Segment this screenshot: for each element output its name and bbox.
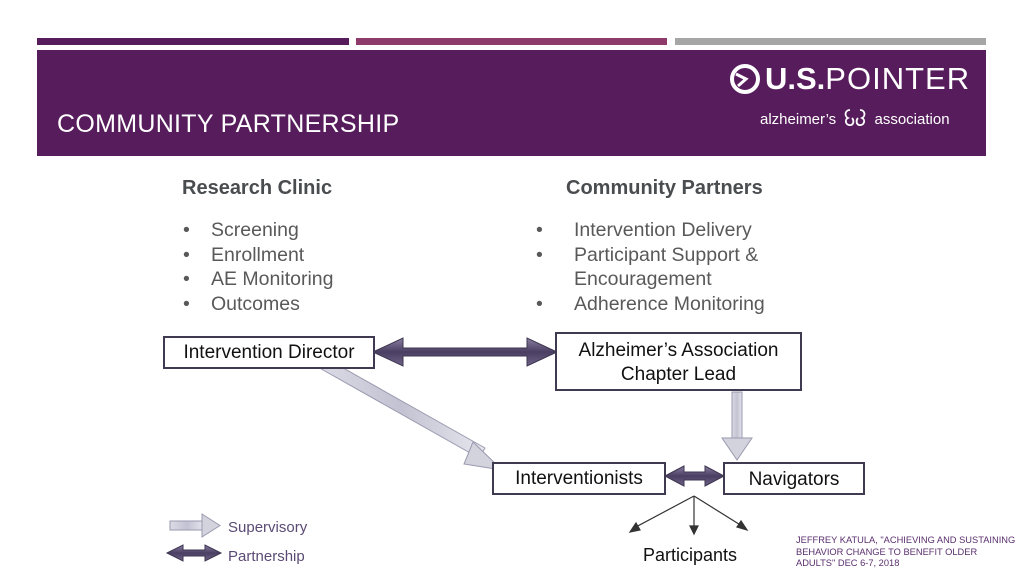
logo-alzheimers: alzheimer’s: [760, 111, 837, 128]
list-item: •Enrollment: [183, 243, 305, 266]
research-clinic-heading: Research Clinic: [182, 177, 333, 199]
research-clinic-list: •Screening •Enrollment •AE Monitoring •O…: [183, 218, 333, 316]
intervention-director-box: Intervention Director: [163, 336, 375, 369]
list-item: •Outcomes: [183, 292, 300, 315]
list-item: •Adherence Monitoring: [536, 292, 765, 315]
navigators-box: Navigators: [723, 462, 865, 495]
logo-us-pointer: U.S.POINTER: [765, 61, 970, 97]
legend-supervisory-label: Supervisory: [228, 519, 308, 536]
list-item: •Intervention Delivery: [536, 219, 752, 241]
participants-label: Participants: [643, 545, 738, 565]
interventionists-box: Interventionists: [492, 462, 666, 495]
top-bar-magenta: [356, 38, 667, 45]
logo-association: association: [874, 111, 950, 128]
partnership-arrow-director-alz: [371, 337, 559, 367]
supervisory-arrow-alz-navigators: [721, 391, 753, 461]
list-item: •Participant Support &: [536, 243, 759, 266]
alzheimers-association-box: Alzheimer’s Association Chapter Lead: [555, 332, 802, 391]
list-item: •Screening: [183, 219, 299, 241]
header-banner: COMMUNITY PARTNERSHIP U.S.POINTER alzhei…: [37, 50, 986, 156]
legend-partnership-arrow: [165, 544, 223, 562]
community-partners-list: •Intervention Delivery •Participant Supp…: [536, 218, 765, 316]
supervisory-arrow-director-interventionists: [315, 355, 504, 471]
community-partners-heading: Community Partners: [566, 177, 763, 199]
logo-alzheimers-association: alzheimer’s association: [760, 108, 950, 128]
legend-supervisory-arrow: [169, 513, 221, 538]
page-title: COMMUNITY PARTNERSHIP: [57, 110, 400, 138]
list-item: Encouragement: [574, 268, 712, 290]
legend-partnership-label: Partnership: [228, 548, 305, 565]
participants-arrows: [628, 495, 749, 536]
list-item: •AE Monitoring: [183, 268, 334, 290]
pointer-swirl-icon: [730, 64, 760, 94]
logo-pointer: POINTER: [825, 61, 971, 96]
logo-us: U.S.: [765, 61, 826, 96]
top-bar-purple: [37, 38, 349, 45]
alz-association-icon: [844, 109, 866, 126]
top-bar-gray: [675, 38, 986, 45]
citation: JEFFREY KATULA, "ACHIEVING AND SUSTAININ…: [796, 535, 1016, 568]
partnership-arrow-interventionists-navigators: [663, 465, 726, 487]
